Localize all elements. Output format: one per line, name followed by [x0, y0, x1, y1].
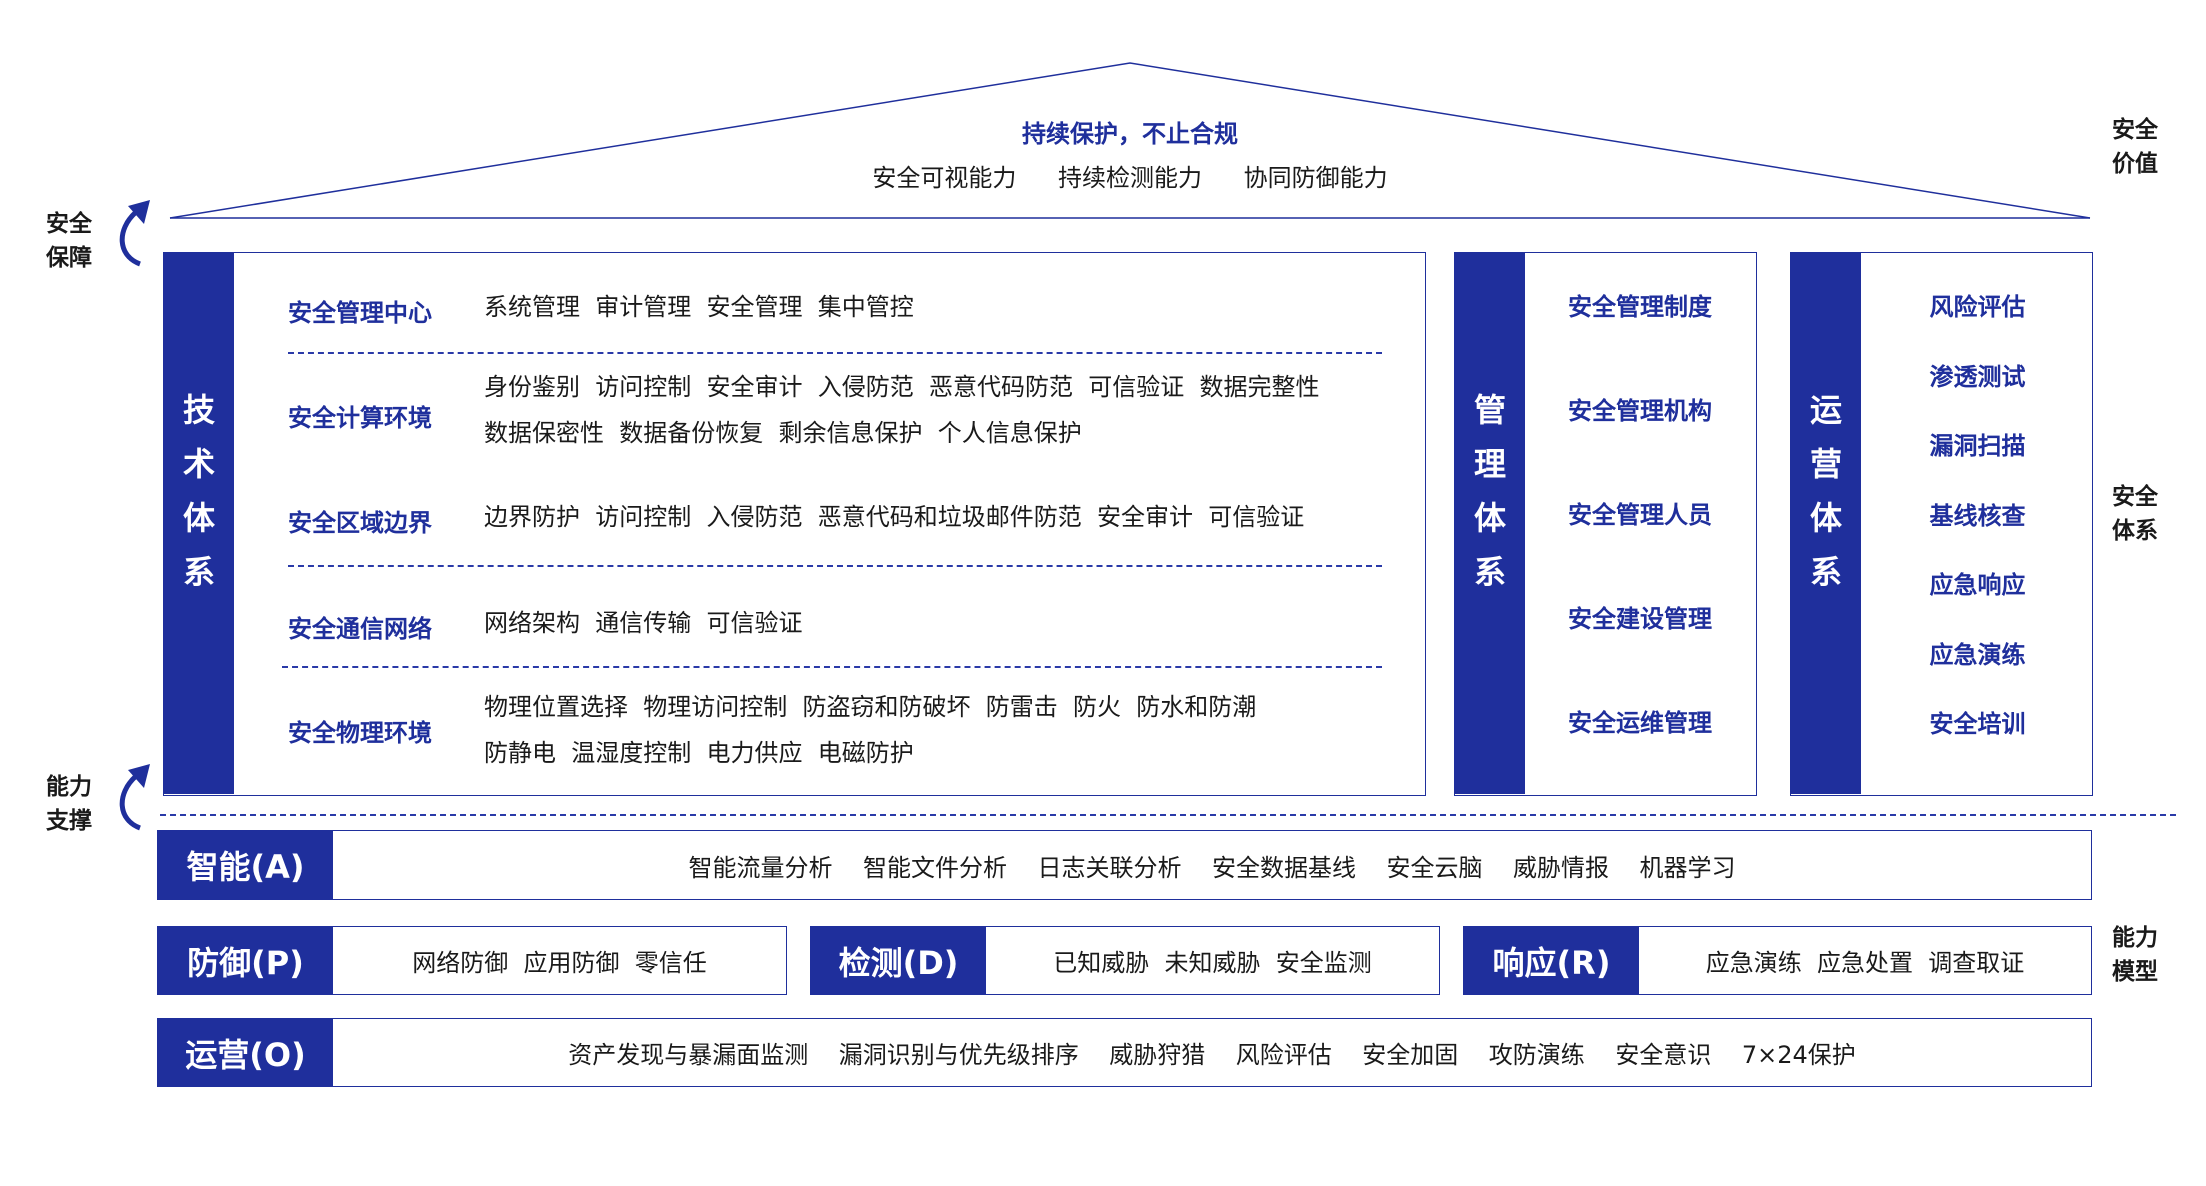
tech-system-panel: 技术体系 安全管理中心 系统管理 审计管理 安全管理 集中管控 安全计算环境 身…: [163, 252, 1426, 796]
capability-text: 应急演练 应急处置 调查取证: [1705, 949, 2025, 977]
capability-response: 响应(R) 应急演练 应急处置 调查取证: [1463, 926, 2092, 995]
tech-row-text: 边界防护 访问控制 入侵防范 恶意代码和垃圾邮件防范 安全审计 可信验证: [484, 503, 1305, 531]
label-security-value: 安全价值: [2112, 117, 2158, 177]
mgmt-item: 安全管理制度: [1568, 293, 1712, 321]
capability-detection: 检测(D) 已知威胁 未知威胁 安全监测: [810, 926, 1440, 995]
label-capability-model: 能力模型: [2112, 925, 2158, 985]
tech-row-title: 安全计算环境: [288, 404, 432, 432]
divider: [282, 666, 1382, 668]
capability-operation: 运营(O) 资产发现与暴漏面监测 漏洞识别与优先级排序 威胁狩猎 风险评估 安全…: [157, 1018, 2092, 1087]
roof-outline: [169, 62, 2091, 219]
label-capability-support: 能力支撑: [46, 774, 92, 834]
roof-title: 持续保护，不止合规: [1022, 120, 1238, 148]
ops-item: 渗透测试: [1929, 362, 2026, 391]
capability-intelligence: 智能(A) 智能流量分析 智能文件分析 日志关联分析 安全数据基线 安全云脑 威…: [157, 830, 2092, 900]
capability-tag: 检测(D): [811, 927, 986, 994]
tech-row-text: 系统管理 审计管理 安全管理 集中管控: [484, 293, 914, 321]
ops-item: 风险评估: [1929, 293, 2026, 321]
ops-system-label: 运营体系: [1791, 253, 1861, 794]
tech-row-title: 安全区域边界: [288, 509, 432, 537]
capability-text: 资产发现与暴漏面监测 漏洞识别与优先级排序 威胁狩猎 风险评估 安全加固 攻防演…: [568, 1041, 1856, 1069]
mgmt-system-panel: 管理体系 安全管理制度 安全管理机构 安全管理人员 安全建设管理 安全运维管理: [1454, 252, 1757, 796]
tech-row-title: 安全通信网络: [288, 615, 432, 643]
curved-arrow-icon: [119, 764, 150, 831]
roof-subtitle: 安全可视能力 持续检测能力 协同防御能力: [872, 164, 1388, 192]
capability-defense: 防御(P) 网络防御 应用防御 零信任: [157, 926, 787, 995]
capability-text: 网络防御 应用防御 零信任: [412, 949, 707, 977]
tech-row-title: 安全物理环境: [288, 719, 432, 747]
capability-text: 已知威胁 未知威胁 安全监测: [1053, 949, 1372, 977]
capability-tag: 智能(A): [158, 831, 333, 899]
ops-item: 应急响应: [1929, 571, 2026, 599]
section-divider: [160, 814, 2176, 816]
tech-row-text: 物理位置选择 物理访问控制 防盗窃和防破坏 防雷击 防火 防水和防潮: [484, 693, 1257, 721]
label-security-system: 安全体系: [2112, 484, 2158, 544]
mgmt-item: 安全管理机构: [1568, 397, 1712, 425]
label-security-guarantee: 安全保障: [46, 211, 92, 271]
tech-row-text: 网络架构 通信传输 可信验证: [484, 609, 803, 637]
ops-item: 漏洞扫描: [1929, 432, 2026, 460]
mgmt-item: 安全管理人员: [1568, 501, 1712, 529]
tech-row-text: 防静电 温湿度控制 电力供应 电磁防护: [484, 739, 914, 767]
divider: [288, 565, 1382, 567]
mgmt-item: 安全运维管理: [1568, 709, 1712, 737]
divider: [288, 352, 1382, 354]
tech-row-text: 身份鉴别 访问控制 安全审计 入侵防范 恶意代码防范 可信验证 数据完整性: [484, 373, 1320, 401]
curved-arrow-icon: [119, 200, 150, 267]
ops-item: 安全培训: [1929, 710, 2026, 738]
tech-row-text: 数据保密性 数据备份恢复 剩余信息保护 个人信息保护: [484, 419, 1082, 447]
capability-tag: 运营(O): [158, 1019, 333, 1086]
ops-item: 基线核查: [1929, 501, 2026, 530]
mgmt-system-label: 管理体系: [1455, 253, 1525, 794]
ops-system-panel: 运营体系 风险评估 渗透测试 漏洞扫描 基线核查 应急响应 应急演练 安全培训: [1790, 252, 2093, 796]
capability-tag: 响应(R): [1464, 927, 1639, 994]
ops-item: 应急演练: [1929, 640, 2026, 669]
tech-system-label: 技术体系: [164, 253, 234, 794]
mgmt-item: 安全建设管理: [1568, 605, 1712, 633]
capability-text: 智能流量分析 智能文件分析 日志关联分析 安全数据基线 安全云脑 威胁情报 机器…: [688, 853, 1736, 882]
capability-tag: 防御(P): [158, 927, 333, 994]
tech-row-title: 安全管理中心: [288, 299, 432, 327]
